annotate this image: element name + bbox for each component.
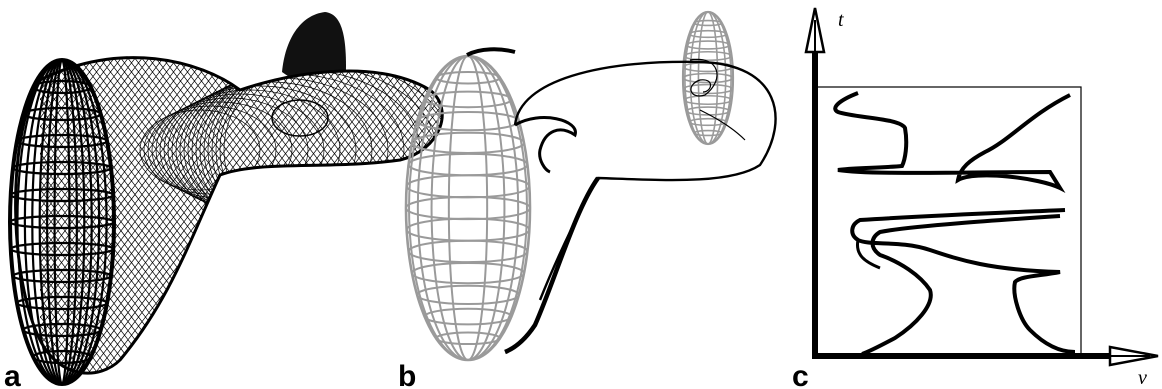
mesh-line [454, 0, 754, 389]
panel-c-curve-middle-inner [862, 216, 1060, 354]
mesh-line [447, 0, 747, 389]
panel-b-loop-outline [515, 62, 776, 300]
panel-c-plot: t v [806, 8, 1158, 389]
ellipsoid-parallel [425, 309, 512, 325]
mesh-line [496, 0, 796, 389]
mesh-line [0, 0, 5, 389]
mesh-line [342, 0, 642, 389]
ellipsoid-meridian [698, 12, 717, 144]
panel-a-torus-mesh [0, 0, 796, 389]
mesh-line [230, 0, 530, 389]
ellipsoid-meridian [449, 56, 487, 360]
panel-c-x-axis-label: v [1138, 367, 1147, 389]
mesh-line [405, 0, 705, 389]
mesh-line [398, 0, 698, 389]
mesh-line [370, 0, 670, 389]
mesh-line [0, 0, 5, 389]
mesh-line [405, 0, 705, 389]
panel-b-large-ellipsoid [406, 56, 530, 360]
ellipsoid-parallel [412, 263, 524, 283]
panel-b-bold-curve-top [467, 49, 515, 55]
mesh-line [237, 0, 537, 389]
mesh-line [391, 0, 691, 389]
mesh-line [454, 0, 754, 389]
ellipsoid-parallel [409, 154, 528, 175]
ellipsoid-outline [406, 56, 530, 360]
panel-label-c: c [792, 360, 809, 389]
panel-b-curve-sketch [406, 12, 776, 360]
mesh-line [489, 0, 789, 389]
mesh-line [496, 0, 796, 389]
ellipsoid-parallel [407, 175, 530, 197]
ellipsoid-parallel [436, 333, 500, 344]
mesh-line [398, 0, 698, 389]
mesh-line [391, 0, 691, 389]
panel-c-y-axis-label: t [838, 9, 844, 31]
mesh-line [342, 0, 642, 389]
ellipsoid-meridian [432, 56, 505, 360]
mesh-line [230, 0, 530, 389]
ellipsoid-parallel [436, 72, 500, 83]
mesh-line [447, 0, 747, 389]
panel-label-b: b [398, 360, 416, 389]
mesh-line [349, 0, 649, 389]
mesh-line [237, 0, 537, 389]
ellipsoid-parallel [406, 197, 530, 219]
ellipsoid-parallel [407, 219, 530, 241]
panel-label-a: a [4, 360, 21, 389]
panel-c-curve-left [835, 93, 1070, 188]
mesh-line [489, 0, 789, 389]
ellipsoid-meridian [418, 56, 518, 360]
mesh-line [349, 0, 649, 389]
mesh-line [370, 0, 670, 389]
ellipsoid-parallel [409, 241, 528, 262]
ellipsoid-parallel [417, 286, 519, 304]
